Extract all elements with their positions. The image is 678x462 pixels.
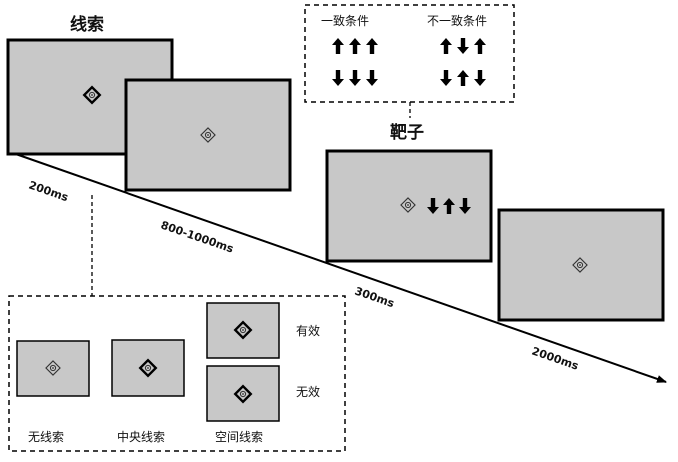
condition-legend: 一致条件 不一致条件: [304, 4, 515, 103]
response-screen: [497, 208, 665, 322]
congruent-label: 一致条件: [321, 14, 369, 28]
cue-types-panel: 无线索 中央线索 有效 无效 空间线索: [8, 295, 346, 452]
incongruent-arrows-1-icon: [440, 38, 486, 54]
time-cue: 200ms: [27, 179, 70, 205]
invalid-label: 无效: [296, 384, 320, 399]
target-arrows-icon: [427, 198, 471, 214]
time-interval: 800-1000ms: [159, 219, 236, 256]
congruent-up-arrows-icon: [332, 38, 378, 54]
cue-title: 线索: [70, 14, 104, 35]
incongruent-arrows-2-icon: [440, 70, 486, 86]
incongruent-label: 不一致条件: [427, 14, 487, 28]
central-cue-label: 中央线索: [117, 429, 165, 444]
timeline-arrow: [9, 151, 667, 383]
no-cue-label: 无线索: [28, 430, 64, 444]
target-title: 靶子: [390, 122, 424, 143]
target-screen: [325, 149, 493, 263]
fixation-screen: [124, 78, 292, 192]
valid-label: 有效: [296, 323, 320, 338]
time-target: 300ms: [353, 285, 396, 311]
congruent-down-arrows-icon: [332, 70, 378, 86]
spatial-cue-label: 空间线索: [215, 430, 263, 444]
